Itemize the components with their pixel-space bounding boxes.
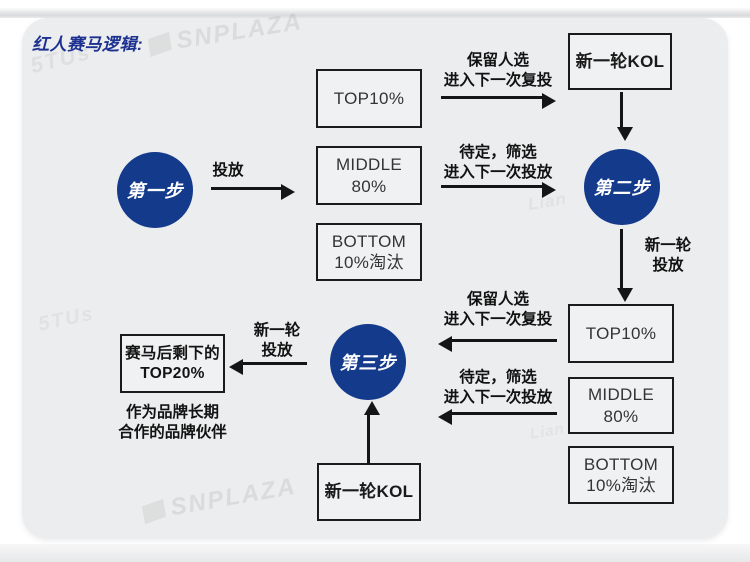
round2-keep-label: 保留人选进入下一次复投 (443, 291, 553, 328)
round3-action-label: 新一轮投放 (253, 322, 301, 359)
round2-pending-label: 待定，筛选进入下一次投放 (443, 369, 553, 406)
arrow-round2-pending (438, 408, 557, 425)
arrow-round2-keep (438, 335, 557, 352)
watermark-left-middle: 5TUs (36, 302, 97, 336)
watermark-flag-icon (147, 31, 172, 57)
arrow-round1-pending (441, 181, 556, 198)
arrow-step1-to-tiers (211, 183, 295, 200)
arrow-round1-keep (441, 92, 556, 109)
result-note: 作为品牌长期合作的品牌伙伴 (118, 404, 227, 441)
arrow-step2-to-tiers (616, 229, 633, 302)
new-kol-box-top: 新一轮KOL (568, 33, 672, 90)
watermark-flag-icon (141, 498, 167, 525)
step3-circle: 第三步 (330, 324, 406, 400)
round1-pending-label: 待定，筛选进入下一次投放 (443, 144, 553, 181)
round1-keep-label: 保留人选进入下一次复投 (443, 52, 553, 89)
page-title: 红人赛马逻辑: (32, 35, 144, 54)
arrow-newkol-to-step2 (616, 92, 633, 141)
bottom-gradient-band (0, 544, 750, 562)
arrow-newkol-to-step3 (363, 401, 380, 464)
new-kol-box-bottom: 新一轮KOL (317, 463, 421, 521)
step2-circle: 第二步 (584, 149, 660, 225)
step1-circle: 第一步 (117, 152, 193, 228)
round2-tier-top-box: TOP10% (568, 304, 674, 363)
round1-tier-top-box: TOP10% (316, 69, 422, 128)
top-gradient-band (0, 0, 750, 18)
round1-action-label: 投放 (212, 162, 244, 179)
round2-action-label: 新一轮投放 (644, 237, 692, 274)
arrow-step3-to-result (229, 358, 307, 375)
